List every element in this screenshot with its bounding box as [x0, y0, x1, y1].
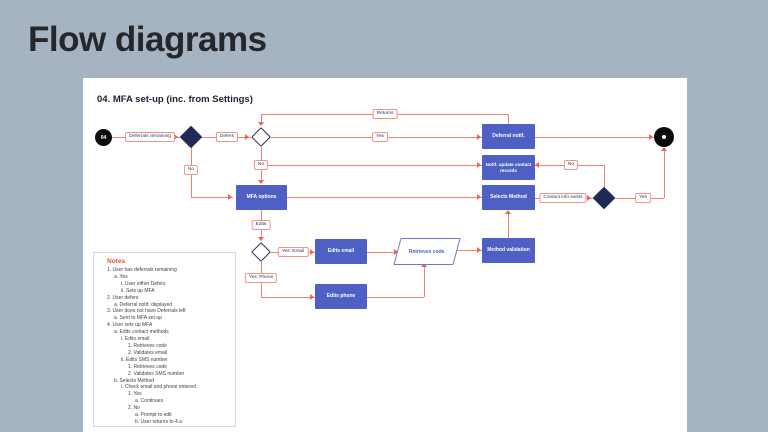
note-line: 2. User defers — [107, 294, 139, 301]
edge-label-defers: Defers — [215, 132, 239, 142]
node-method-validation[interactable]: Method validation — [482, 238, 535, 263]
decision-edit-method-diamond[interactable] — [251, 242, 271, 262]
note-line: 4. User sets up MFA — [107, 322, 153, 329]
end-node-dot — [662, 135, 666, 139]
diagram-heading: 04. MFA set-up (inc. from Settings) — [97, 94, 253, 105]
note-line: a. Prompt to edit — [135, 412, 172, 419]
diagram-canvas: 04. MFA set-up (inc. from Settings) 04 — [83, 78, 687, 432]
page-title: Flow diagrams — [28, 20, 267, 59]
arrowhead — [535, 162, 539, 168]
arrowhead — [310, 249, 314, 255]
edge-label-returns: Returns — [372, 109, 398, 119]
note-line: a. Continues — [135, 398, 164, 405]
arrowhead — [174, 134, 178, 140]
arrowhead — [310, 294, 314, 300]
arrowhead — [258, 237, 264, 241]
note-line: a. Sent to MFA set-up — [114, 315, 163, 322]
retrieves-code-label: Retrieves code — [409, 248, 445, 255]
arrowhead — [477, 134, 481, 140]
note-line: a. Edits contact methods — [114, 329, 169, 336]
decision-contact-info-diamond[interactable] — [592, 186, 616, 210]
edge-label-deferrals-remaining: Deferrals remaining — [125, 132, 175, 142]
note-line: a. Yes — [114, 273, 128, 280]
connector — [508, 214, 509, 238]
edge-label-no-deferrals: No — [183, 165, 199, 175]
arrowhead — [258, 122, 264, 126]
note-line: 2. Validates email — [128, 349, 168, 356]
edge-label-yes-phone: Yes: Phone — [244, 273, 278, 283]
arrowhead — [477, 247, 481, 253]
arrowhead — [477, 162, 481, 168]
connector — [424, 267, 425, 297]
arrowhead — [649, 134, 653, 140]
connector — [367, 297, 424, 298]
note-line: ii. Edits SMS number — [121, 356, 168, 363]
connector — [191, 197, 233, 198]
node-edits-email[interactable]: Edits email — [315, 239, 367, 264]
arrowhead — [228, 194, 232, 200]
connector — [508, 114, 509, 124]
edge-label-contact-info-exists: Contact info exists — [539, 193, 587, 203]
note-line: a. Deferral notif. displayed — [114, 301, 173, 308]
note-line: 2. Validates SMS number — [128, 370, 185, 377]
connector — [261, 297, 315, 298]
arrowhead — [258, 180, 264, 184]
node-selects-method[interactable]: Selects Method — [482, 185, 535, 210]
note-line: i. User either Defers — [121, 280, 166, 287]
connector — [261, 165, 482, 166]
node-mfa-options[interactable]: MFA options — [236, 185, 287, 210]
note-line: i. Check email and phone entered — [121, 384, 196, 391]
note-line: b. User returns to 4.a — [135, 418, 182, 425]
connector — [457, 250, 482, 251]
note-line: b. Selects Method — [114, 377, 155, 384]
arrowhead — [587, 195, 591, 201]
edge-label-yes-email: Yes: Email — [277, 247, 309, 257]
arrowhead — [245, 134, 249, 140]
connector — [261, 114, 262, 122]
start-node-label: 04 — [100, 134, 107, 141]
node-edits-phone[interactable]: Edits phone — [315, 284, 367, 309]
edge-label-edits: Edits — [251, 220, 271, 230]
arrowhead — [421, 263, 427, 267]
arrowhead — [477, 194, 481, 200]
arrowhead — [661, 147, 667, 151]
note-line: 2. No — [128, 405, 140, 412]
connector — [367, 252, 399, 253]
node-notif-update-contact-records[interactable]: Notif. update contact records — [482, 155, 535, 180]
connector — [535, 137, 654, 138]
edge-label-yes-top: Yes — [372, 132, 388, 142]
edge-label-no-right: No — [563, 160, 579, 170]
notes-title: Notes — [107, 258, 126, 265]
note-line: 1. Retrieves code — [128, 363, 167, 370]
note-line: ii. Sets up MFA — [121, 287, 155, 294]
note-line: 3. User does not have Deferrals left — [107, 308, 186, 315]
note-line: 1. Retrieves code — [128, 342, 167, 349]
connector — [287, 197, 482, 198]
node-deferral-notif[interactable]: Deferral notif. — [482, 124, 535, 149]
start-node[interactable]: 04 — [95, 129, 112, 146]
end-node[interactable] — [654, 127, 674, 147]
arrowhead — [505, 210, 511, 214]
connector — [664, 151, 665, 198]
node-retrieves-code[interactable]: Retrieves code — [393, 238, 461, 265]
note-line: 1. User has deferrals remaining — [107, 267, 177, 273]
decision-defers-diamond[interactable] — [251, 127, 271, 147]
decision-deferrals-diamond[interactable] — [179, 125, 203, 149]
edge-label-no-defers: No — [253, 160, 269, 170]
note-line: i. Edits email — [121, 336, 150, 343]
connector — [604, 165, 605, 187]
note-line: 1. Yes — [128, 391, 142, 398]
edge-label-yes-right: Yes — [635, 193, 651, 203]
